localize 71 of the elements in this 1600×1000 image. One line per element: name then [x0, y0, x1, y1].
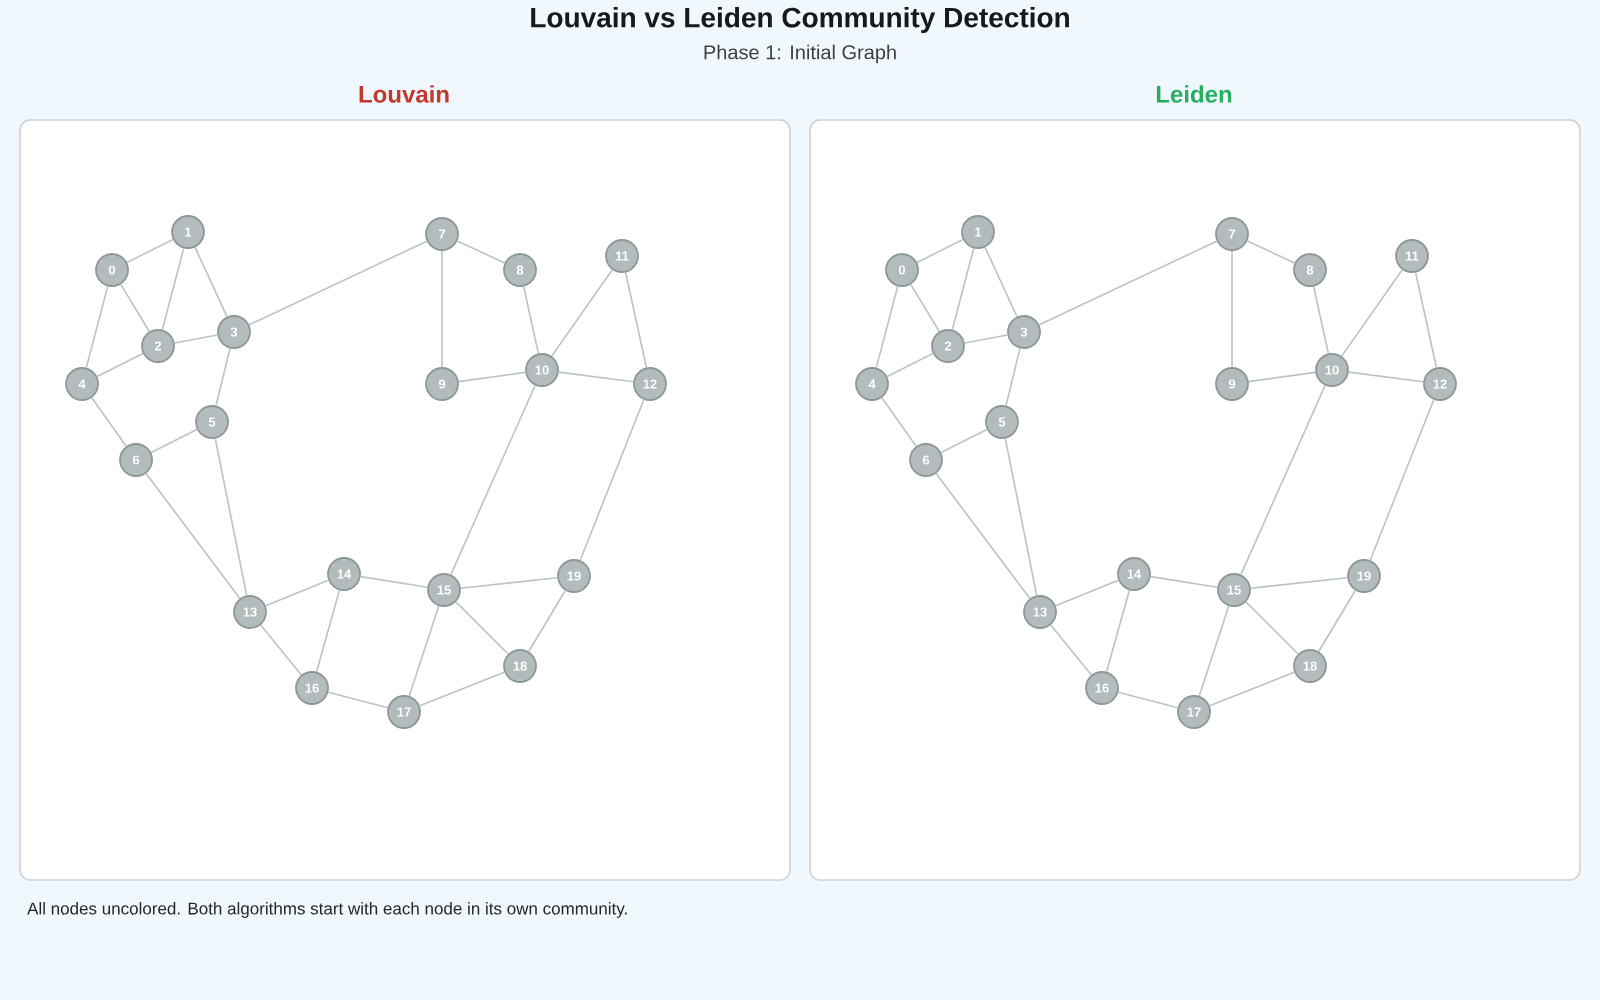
edge-line — [161, 247, 185, 331]
edge-line — [1247, 371, 1317, 383]
edge-line — [984, 246, 1018, 318]
edge-line — [1149, 575, 1219, 589]
edge-line — [550, 269, 614, 357]
edge-line — [909, 283, 941, 333]
edge-line — [916, 238, 964, 264]
edge-line — [1208, 671, 1296, 707]
panel — [809, 119, 1581, 881]
edge-line — [1231, 250, 1233, 368]
edge-line — [214, 437, 248, 597]
edge-line — [886, 352, 934, 378]
edge-line — [460, 577, 558, 589]
footnote: All nodes uncolored. Both algorithms start with each node in its own community. — [27, 902, 627, 918]
edge-line — [1245, 601, 1299, 655]
edge-line — [1105, 589, 1131, 673]
edge-line — [408, 605, 440, 697]
edge-line — [418, 671, 506, 707]
edge-line — [173, 334, 219, 344]
edge-line — [963, 334, 1009, 344]
edge-line — [881, 396, 917, 448]
subtitle: Phase 1: Initial Graph — [704, 44, 896, 64]
edge-line — [441, 250, 443, 368]
edge-line — [940, 428, 988, 454]
panel — [19, 119, 791, 881]
edge-line — [875, 285, 899, 369]
edge-line — [96, 352, 144, 378]
edge-line — [91, 396, 128, 448]
edge-line — [248, 240, 428, 326]
edge-line — [359, 575, 429, 589]
edge-line — [456, 240, 506, 264]
edge-line — [450, 384, 536, 576]
panel-heading: Leiden — [1156, 85, 1232, 103]
edge-line — [145, 472, 241, 600]
edge-line — [215, 347, 231, 407]
edge-line — [1198, 605, 1230, 697]
edge-line — [1246, 240, 1296, 264]
edge-line — [624, 271, 648, 369]
edge-line — [1340, 269, 1404, 357]
edge-line — [951, 247, 975, 331]
edge-line — [1117, 691, 1179, 709]
edge-line — [1369, 398, 1435, 562]
edge-line — [194, 246, 228, 318]
edge-line — [259, 624, 303, 676]
edge-line — [264, 579, 330, 607]
edge-line — [315, 589, 341, 673]
edge-line — [85, 285, 109, 369]
edge-line — [1049, 624, 1093, 676]
edge-line — [1414, 271, 1438, 369]
edge-line — [522, 285, 540, 355]
edge-line — [120, 283, 151, 333]
edge-line — [935, 472, 1031, 600]
edge-line — [527, 589, 567, 653]
edge-line — [1005, 347, 1021, 407]
edge-line — [1054, 579, 1120, 607]
edge-line — [150, 428, 198, 454]
edge-line — [455, 601, 509, 655]
edge-line — [1240, 384, 1326, 576]
edge-line — [126, 238, 174, 264]
edge-line — [1317, 589, 1357, 653]
edge-line — [579, 398, 645, 562]
edge-line — [1038, 240, 1218, 326]
edge-line — [1347, 371, 1425, 383]
edge-line — [1004, 437, 1038, 597]
edge-line — [558, 371, 635, 383]
edge-line — [457, 371, 527, 383]
edge-line — [327, 691, 389, 709]
edge-line — [1312, 285, 1330, 355]
title: Louvain vs Leiden Community Detection — [531, 6, 1069, 34]
panel-heading: Louvain — [359, 85, 449, 103]
edge-line — [1250, 577, 1348, 589]
